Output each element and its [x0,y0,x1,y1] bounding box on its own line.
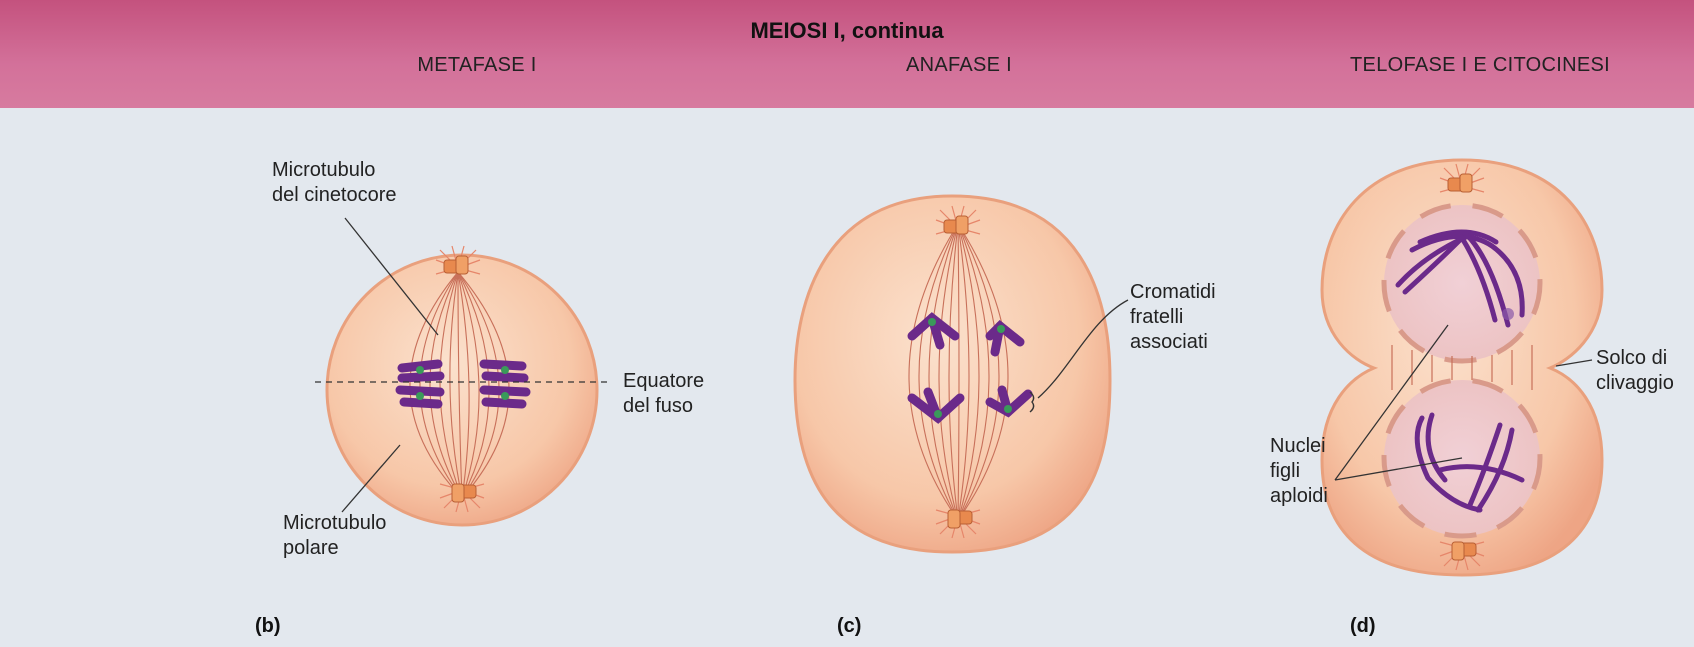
label-sister-chromatids-3: associati [1130,330,1208,355]
label-kinetochore-microtubule-1: Microtubulo [272,158,375,183]
label-sister-chromatids-1: Cromatidi [1130,280,1216,305]
label-cleavage-furrow-2: clivaggio [1596,371,1674,396]
label-cleavage-furrow-1: Solco di [1596,346,1667,371]
telophase-cell [1322,160,1602,575]
label-daughter-nuclei-3: aploidi [1270,484,1328,509]
panel-letter-b: (b) [255,615,281,638]
anaphase-cell [795,196,1128,552]
label-kinetochore-microtubule-2: del cinetocore [272,183,397,208]
label-spindle-equator-1: Equatore [623,369,704,394]
metaphase-cell [315,218,612,525]
label-daughter-nuclei-2: figli [1270,459,1300,484]
label-sister-chromatids-2: fratelli [1130,305,1183,330]
label-spindle-equator-2: del fuso [623,394,693,419]
label-polar-microtubule-1: Microtubulo [283,511,386,536]
panel-letter-c: (c) [837,615,861,638]
panel-letter-d: (d) [1350,615,1376,638]
label-daughter-nuclei-1: Nuclei [1270,434,1326,459]
label-polar-microtubule-2: polare [283,536,339,561]
